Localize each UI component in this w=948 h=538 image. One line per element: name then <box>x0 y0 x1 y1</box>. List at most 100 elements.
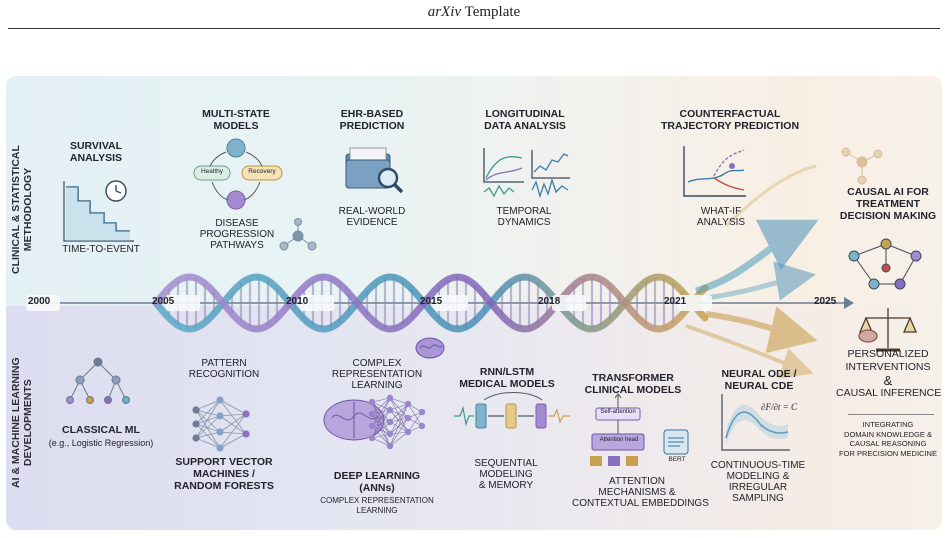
svm-caption-2: RECOGNITION <box>188 369 260 380</box>
integrating-2: DOMAIN KNOWLEDGE & <box>844 429 932 439</box>
year-label-bg <box>300 295 334 311</box>
year-label-bg <box>434 295 468 311</box>
dl-node <box>386 418 394 426</box>
dl-edge <box>371 397 391 415</box>
rnn-title-1: RNN/LSTM <box>479 366 535 378</box>
personalized-2: INTERVENTIONS <box>845 361 931 373</box>
dl-node <box>404 414 412 422</box>
integrating-1: INTEGRATING <box>862 420 914 429</box>
multistate-node-healthy: Healthy <box>200 168 224 175</box>
neuralode-title-1: NEURAL ODE / <box>721 368 797 380</box>
svm-node <box>192 434 200 442</box>
year-label-bg <box>26 295 60 311</box>
dna-helix <box>152 273 709 333</box>
ehr-caption-2: EVIDENCE <box>346 217 398 228</box>
scales-icon <box>858 308 917 352</box>
svm-edge <box>195 399 221 425</box>
dl-edge <box>389 431 409 447</box>
rnn-caption-2: MODELING <box>479 469 533 480</box>
counterfactual-caption: WHAT-IF ANALYSIS <box>686 206 756 228</box>
side-label-clinical-1: CLINICAL & STATISTICAL <box>10 145 22 274</box>
dl-node <box>418 422 426 430</box>
fan-arrow-1 <box>694 219 819 295</box>
deep-title: DEEP LEARNING (ANNs) <box>322 470 432 494</box>
deep-title-1: DEEP LEARNING <box>333 470 421 482</box>
brain-icon-small <box>415 337 445 359</box>
svm-edge <box>195 399 221 411</box>
survival-chart <box>63 181 134 242</box>
svm-edge <box>219 413 247 433</box>
header-rule <box>8 28 940 29</box>
svm-edge <box>195 415 221 425</box>
dl-edge <box>389 397 409 433</box>
transformer-bert: BERT <box>668 456 686 463</box>
year-2005: 2005 <box>152 296 175 307</box>
causal-title-3: DECISION MAKING <box>839 210 937 222</box>
dl-edge <box>371 409 391 439</box>
rnn-caption: SEQUENTIAL MODELING & MEMORY <box>466 458 546 491</box>
svm-title-1: SUPPORT VECTOR <box>175 456 273 468</box>
svm-node <box>216 428 224 436</box>
svm-node <box>242 410 250 418</box>
longitudinal-title: LONGITUDINAL DATA ANALYSIS <box>478 108 572 132</box>
year-markers <box>26 295 712 311</box>
dl-edge <box>389 421 409 433</box>
causal-title-1: CAUSAL AI FOR <box>847 186 929 198</box>
dl-node <box>404 428 412 436</box>
svm-edge <box>195 431 221 439</box>
ehr-caption-1: REAL-WORLD <box>338 206 406 217</box>
dl-node <box>404 400 412 408</box>
dl-edge <box>389 409 409 419</box>
counterfactual-title: COUNTERFACTUAL TRAJECTORY PREDICTION <box>660 108 800 132</box>
multistate-diagram <box>193 138 283 210</box>
svm-edge <box>195 437 221 449</box>
multistate-caption-3: PATHWAYS <box>210 240 264 251</box>
neuralode-caption: CONTINUOUS-TIME MODELING & IRREGULAR SAM… <box>708 460 808 504</box>
dl-network <box>368 394 426 450</box>
multistate-caption-1: DISEASE <box>215 218 259 229</box>
helix-strand-a <box>152 273 709 333</box>
dl-edge <box>371 397 391 439</box>
svm-node <box>216 412 224 420</box>
side-label-ai-1: AI & MACHINE LEARNING <box>10 357 22 488</box>
svm-node <box>192 406 200 414</box>
transformer-title-1: TRANSFORMER <box>592 372 674 384</box>
year-2021: 2021 <box>664 296 687 307</box>
survival-title-1: SURVIVAL <box>69 140 123 152</box>
year-2025: 2025 <box>814 296 837 307</box>
year-2018: 2018 <box>538 296 561 307</box>
transformer-caption-3: CONTEXTUAL EMBEDDINGS <box>572 498 709 509</box>
molecule-icon <box>279 218 317 251</box>
deep-caption: COMPLEX REPRESENTATION LEARNING <box>322 358 432 391</box>
svm-edge <box>219 399 247 435</box>
lstm-cells <box>454 392 570 429</box>
counterfactual-caption-2: ANALYSIS <box>696 217 746 228</box>
transformer-caption: ATTENTION MECHANISMS & CONTEXTUAL EMBEDD… <box>572 476 709 509</box>
svm-node <box>216 444 224 452</box>
transformer-attention-head: Attention head <box>599 437 639 443</box>
right-divider <box>848 414 934 415</box>
page-header: arXiv Template <box>0 4 948 21</box>
neuralode-caption-4: SAMPLING <box>732 493 784 504</box>
deep-title-2: (ANNs) <box>359 482 395 494</box>
fan-arrow-4 <box>685 324 814 379</box>
svm-edge <box>195 423 221 433</box>
clock-icon <box>105 180 127 202</box>
dl-edge <box>389 403 409 447</box>
side-label-ai-2: DEVELOPMENTS <box>22 379 34 467</box>
multistate-title-2: MODELS <box>213 120 259 132</box>
deep-caption-2: REPRESENTATION <box>331 369 423 380</box>
dl-node <box>386 406 394 414</box>
counterfactual-title-1: COUNTERFACTUAL <box>679 108 781 120</box>
longitudinal-caption: TEMPORAL DYNAMICS <box>484 206 564 228</box>
dl-edge <box>389 417 409 435</box>
neuralode-equation: ∂F/∂t = C <box>761 402 797 412</box>
neuralode-caption-3: IRREGULAR <box>728 482 788 493</box>
svm-edge <box>219 413 247 417</box>
transformer-diagram <box>590 393 689 466</box>
rnn-caption-1: SEQUENTIAL <box>474 458 538 469</box>
dl-edge <box>371 437 391 447</box>
rnn-title: RNN/LSTM MEDICAL MODELS <box>452 366 562 390</box>
side-label-clinical: CLINICAL & STATISTICAL METHODOLOGY <box>10 145 34 274</box>
